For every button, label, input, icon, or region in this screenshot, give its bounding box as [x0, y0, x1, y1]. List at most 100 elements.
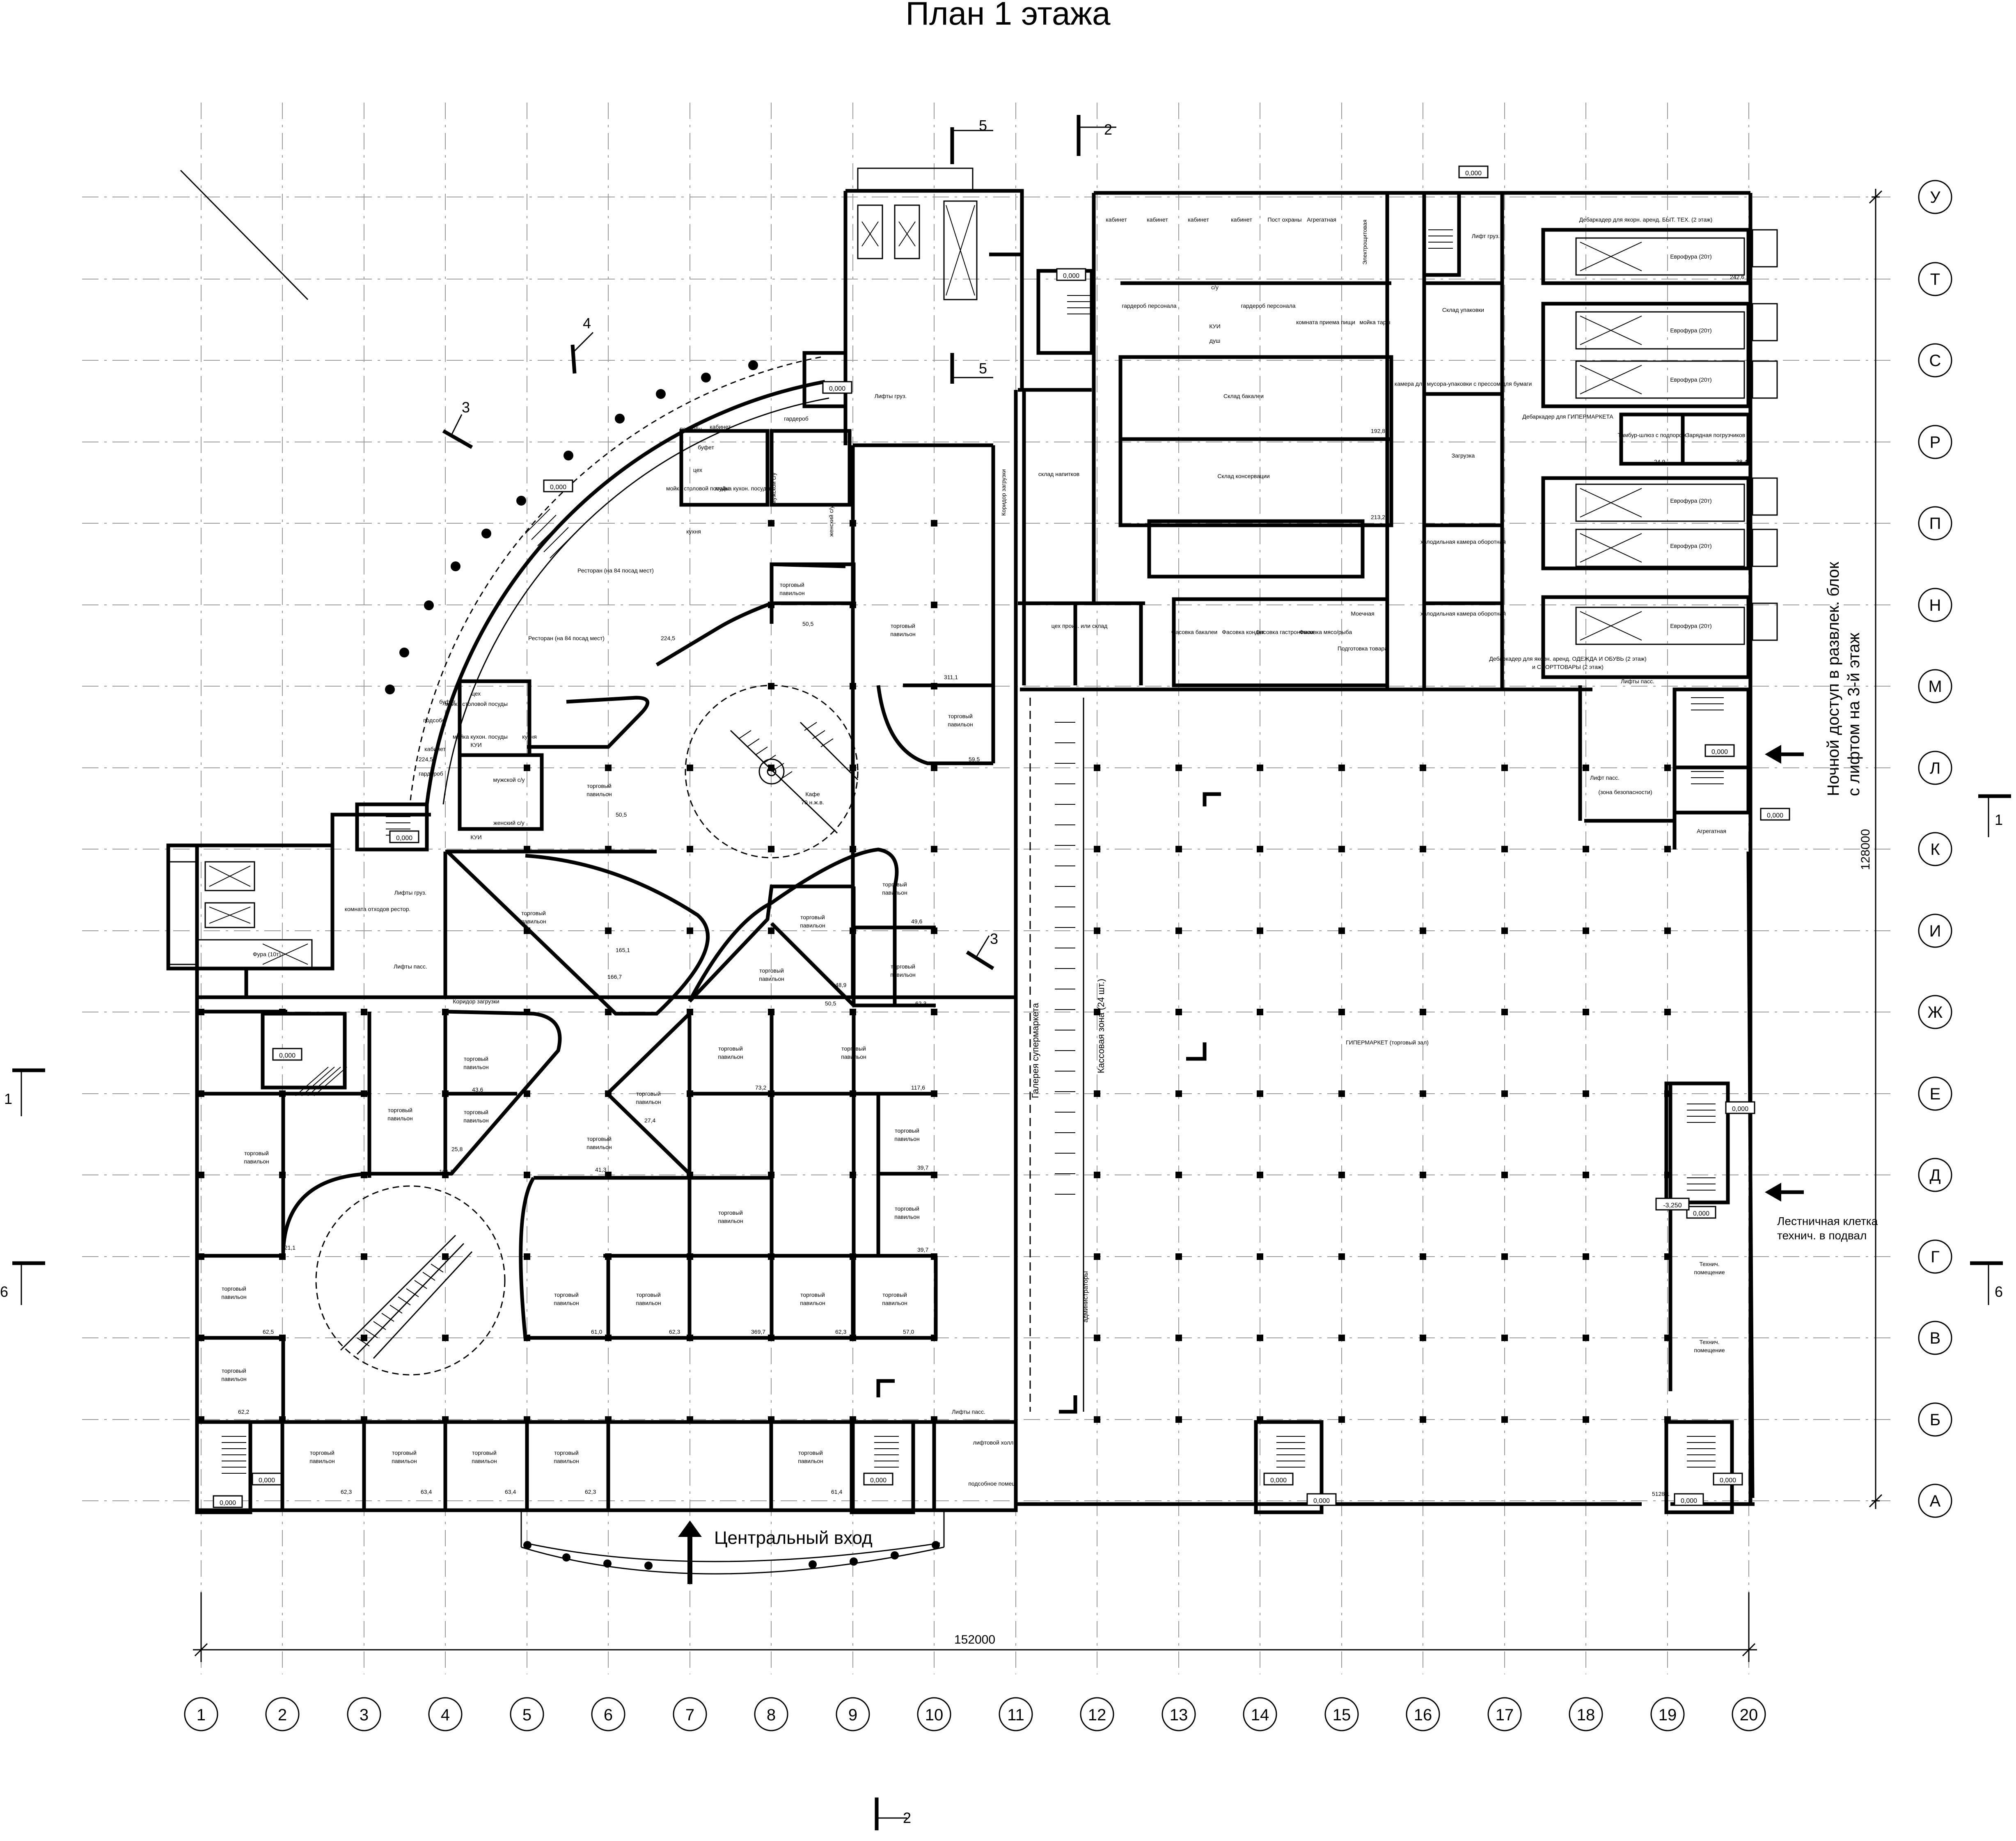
column-dot: [1420, 1090, 1426, 1097]
column-dot: [1501, 1335, 1508, 1341]
column-dot: [931, 683, 937, 689]
kitchen-label: кухня: [686, 528, 701, 535]
pack-grocery-label: Фасовка бакалеи: [1171, 629, 1217, 635]
svg-text:торговый: торговый: [780, 582, 804, 588]
eurotruck-label: Еврофура (20т): [1670, 327, 1711, 334]
column-dot: [198, 1253, 204, 1260]
section-mark-1-left: 1: [4, 1068, 45, 1116]
axis-marker-19: 19: [1650, 1697, 1685, 1731]
svg-text:торговый: торговый: [587, 783, 612, 789]
svg-text:6: 6: [1995, 1283, 2003, 1300]
lifts-pass-label: Лифты пасс.: [952, 1408, 985, 1415]
axis-marker-v: В: [1918, 1321, 1952, 1355]
column-dot: [1094, 1009, 1100, 1015]
svg-text:57,0: 57,0: [903, 1328, 914, 1335]
svg-text:павильон: павильон: [759, 975, 784, 982]
column-dot: [605, 846, 612, 852]
column-dot: [442, 1253, 449, 1260]
svg-text:50,5: 50,5: [616, 811, 627, 818]
security-zone-label: (зона безопасности): [1598, 789, 1652, 795]
svg-text:павильон: павильон: [718, 1218, 743, 1224]
column-dot: [768, 1009, 774, 1015]
svg-text:0,000: 0,000: [870, 1477, 887, 1484]
kui-label: КУИ: [470, 834, 481, 840]
svg-text:0,000: 0,000: [259, 1477, 275, 1484]
staircases: [222, 229, 1724, 1474]
wash-kitchen-label: мойка кухон. посуды: [453, 733, 508, 740]
svg-text:9: 9: [848, 1706, 857, 1724]
column-dot: [442, 1009, 449, 1015]
svg-text:224,5: 224,5: [661, 635, 675, 641]
column-dot: [198, 1172, 204, 1178]
svg-text:В: В: [1930, 1329, 1941, 1347]
grocery-store-label: Склад бакалеи: [1223, 393, 1264, 399]
svg-text:2: 2: [903, 1809, 911, 1826]
column-dot: [279, 1416, 286, 1423]
svg-text:0,000: 0,000: [396, 835, 412, 842]
column-dot: [1338, 846, 1345, 852]
svg-text:Ж: Ж: [1928, 1003, 1943, 1021]
loading-bays-right: [1575, 229, 1778, 645]
column-dot: [768, 1335, 774, 1341]
restaurant-label: Ресторан (на 84 посад мест): [528, 635, 605, 641]
column-dot: [1338, 1009, 1345, 1015]
restaurant-facade: [385, 356, 829, 805]
svg-text:5: 5: [979, 360, 987, 377]
column-dot: [524, 1090, 530, 1097]
column-dot: [1420, 1335, 1426, 1341]
wash-dishes-label: мойка столовой посуды: [666, 485, 729, 492]
axis-marker-3: 3: [347, 1697, 381, 1731]
svg-text:59,5: 59,5: [969, 756, 980, 763]
svg-text:Е: Е: [1930, 1085, 1941, 1103]
column-dot: [1257, 765, 1263, 771]
cafe-capacity-label: 70 н.ж.в.: [801, 799, 824, 806]
dimension-vertical: 128000: [1859, 189, 1883, 1509]
svg-text:торговый: торговый: [895, 1205, 919, 1212]
column-dot: [1175, 765, 1182, 771]
column-dot: [1420, 1416, 1426, 1423]
svg-text:А: А: [1930, 1492, 1941, 1510]
gallery-label: Галерея супермаркета: [1030, 1003, 1040, 1098]
section-mark-2-bottom: 2: [875, 1797, 911, 1830]
prod-shop-label: цех произ. или склад: [1052, 623, 1108, 629]
dimension-width: 152000: [954, 1633, 995, 1646]
dimension-horizontal: 152000: [193, 1592, 1757, 1662]
column-dot: [361, 1090, 367, 1097]
svg-text:4: 4: [441, 1706, 450, 1724]
svg-text:торговый: торговый: [392, 1449, 417, 1456]
svg-text:павильон: павильон: [387, 1115, 413, 1122]
waste-chamber-label: камера для мусора-упаковки с прессом для…: [1395, 380, 1532, 387]
column-dot: [361, 1009, 367, 1015]
svg-text:1: 1: [1995, 811, 2003, 828]
svg-text:0,000: 0,000: [829, 385, 845, 392]
lifts-cargo-label: Лифты груз.: [394, 889, 427, 896]
eurotruck-label: Еврофура (20т): [1670, 623, 1711, 629]
axis-marker-5: 5: [510, 1697, 544, 1731]
axis-marker-13: 13: [1161, 1697, 1196, 1731]
column-dot: [768, 765, 774, 771]
svg-text:48,9: 48,9: [835, 982, 846, 988]
axis-marker-zh: Ж: [1918, 995, 1952, 1029]
svg-text:63,4: 63,4: [505, 1488, 516, 1495]
svg-text:павильон: павильон: [948, 721, 973, 728]
column-dot: [1094, 846, 1100, 852]
column-dot: [931, 846, 937, 852]
guard-label: Пост охраны: [1267, 216, 1301, 223]
svg-text:3: 3: [360, 1706, 369, 1724]
column-dot: [198, 1009, 204, 1015]
svg-text:торговый: торговый: [882, 881, 907, 888]
svg-text:0,000: 0,000: [279, 1052, 296, 1059]
storeroom-label: подсобн.: [680, 426, 703, 432]
svg-text:39,7: 39,7: [917, 1246, 928, 1253]
column-dot: [1338, 765, 1345, 771]
svg-text:10: 10: [925, 1706, 944, 1724]
svg-text:Р: Р: [1930, 433, 1941, 451]
svg-text:311,1: 311,1: [944, 674, 958, 680]
axis-marker-g: Г: [1918, 1239, 1952, 1274]
corridor-label: Коридор загрузки: [453, 998, 499, 1005]
svg-text:7: 7: [685, 1706, 694, 1724]
